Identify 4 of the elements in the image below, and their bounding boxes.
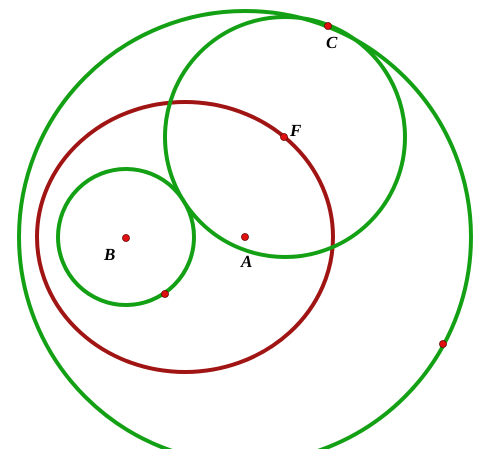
point-label: F (290, 122, 302, 139)
point-label: C (326, 34, 338, 51)
point-label: B (104, 246, 116, 263)
point-label: A (241, 253, 252, 270)
